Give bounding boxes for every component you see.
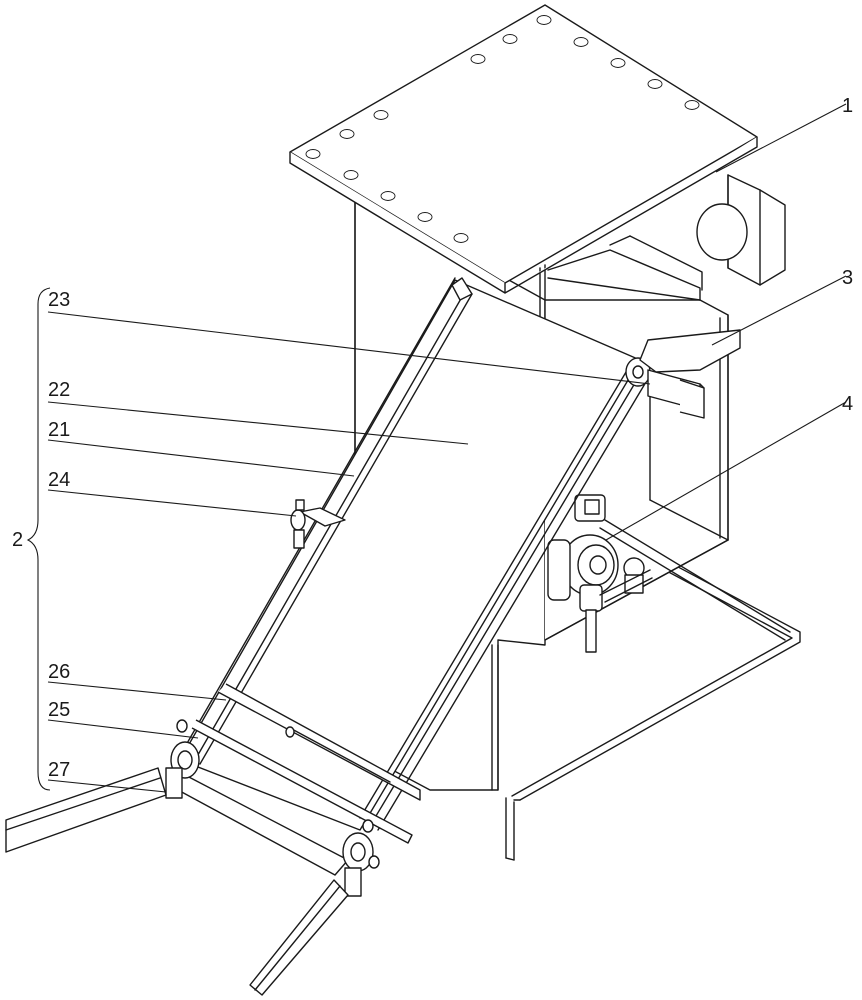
sensor-bracket: [290, 499, 346, 549]
label-25: 25: [48, 699, 70, 721]
label-22: 22: [48, 379, 70, 401]
scraper-blades: [5, 767, 349, 996]
label-2: 2: [12, 529, 23, 551]
inclined-conveyor: [165, 277, 653, 897]
label-3: 3: [842, 267, 853, 289]
reference-labels: 1 2 3 4 21 22 23 24 25 26 27: [12, 95, 853, 781]
top-plate: [289, 4, 758, 294]
leader-lines: [26, 103, 847, 793]
label-26: 26: [48, 661, 70, 683]
drive-cylinder: [639, 329, 741, 419]
label-21: 21: [48, 419, 70, 441]
pump-assembly: [547, 494, 791, 653]
plate-bolt-holes: [305, 15, 700, 243]
label-27: 27: [48, 759, 70, 781]
label-23: 23: [48, 289, 70, 311]
label-4: 4: [842, 393, 853, 415]
label-1: 1: [842, 95, 853, 117]
label-24: 24: [48, 469, 70, 491]
motor-box: [696, 174, 786, 286]
